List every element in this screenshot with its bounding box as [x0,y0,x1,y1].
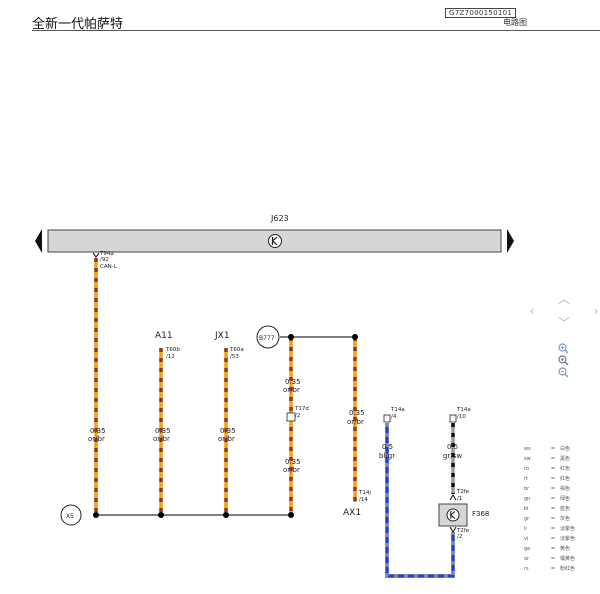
cross-section-label: 0.35 [349,409,365,417]
pin-label: /10 [457,414,466,420]
legend-row: li=淡紫色 [524,526,576,532]
legend-row: gr=灰色 [524,516,571,522]
connector-arrow-icon [449,494,457,501]
page-header: 全新一代帕萨特 G7Z7000150101 电路图 [0,0,600,32]
pin-label: /14 [359,497,368,503]
wire-color-label: or/br [347,418,364,426]
cross-section-label: 0.35 [155,427,171,435]
document-code: G7Z7000150101 [445,8,517,18]
zoom-reset-icon[interactable] [555,352,571,368]
chevron-down-icon[interactable]: ﹀ [557,315,570,330]
connector-label: T94a [99,251,114,257]
legend-row: sw=黑色 [524,456,571,462]
legend-row: ro=红色 [524,466,571,472]
legend-row: br=褐色 [524,486,571,492]
blue-wire [385,423,455,578]
sensor-connector-top: T2fe [456,489,470,495]
connector-label: T60a [229,347,244,353]
wire-color-label: bl/gr [379,452,395,460]
wire-color-label: or/br [283,466,300,474]
car-model-title: 全新一代帕萨特 [32,17,124,32]
wire-color-label: or/br [218,435,235,443]
junction-dots [93,334,358,518]
cross-section-label: 0.5 [382,443,393,451]
terminal-label: A11 [155,331,173,341]
pin-label: /53 [230,354,239,360]
control-unit-icon [268,234,282,248]
legend-row: gn=绿色 [524,496,571,502]
wire-color-label: gr/sw [443,452,462,460]
terminal-label: JX1 [214,331,230,341]
legend-row: ge=黄色 [524,546,571,552]
terminal-label: AX1 [343,508,361,518]
cross-section-label: 0.35 [285,378,301,386]
cross-section-label: 0.35 [220,427,236,435]
connector-label: T14a [390,407,405,413]
page-label: 电路图 [503,18,527,27]
legend-row: ws=白色 [524,446,571,452]
chevron-left-icon[interactable]: ‹ [529,304,535,318]
scroll-right-icon[interactable] [507,229,514,253]
view-controls: ︿ ‹ › ﹀ [520,290,600,390]
legend-row: or=橘黄色 [524,556,576,562]
zoom-out-icon[interactable] [555,364,571,380]
legend-row: rt=红色 [524,476,571,482]
wire-color-label: or/br [153,435,170,443]
connector-label: T14a [456,407,471,413]
scroll-left-icon[interactable] [35,229,42,253]
connector-arrow-icon [449,526,457,533]
inline-connector-box [286,412,296,422]
cross-section-label: 0.35 [285,458,301,466]
ground-point-label: X5 [66,513,74,520]
signal-label: CAN-L [100,264,118,270]
legend-row: bl=蓝色 [524,506,571,512]
connector-box [383,414,391,423]
wire-color-label: or/br [283,386,300,394]
color-legend: ws=白色 sw=黑色 ro=红色 rt=红色 br=褐色 gn=绿色 bl=蓝… [524,444,600,574]
sensor-connector-bottom: T2fe [456,528,470,534]
zoom-in-icon[interactable] [555,340,571,356]
connector-label: T17d [294,406,309,412]
module-label: J623 [270,214,289,223]
pin-label: /4 [391,414,397,420]
pin-label: /12 [166,354,175,360]
header-rule [32,30,600,31]
connector-label: T60b [165,347,180,353]
sensor-pin-bottom: /2 [457,534,462,540]
sensor-pin-top: /1 [457,496,462,502]
chevron-right-icon[interactable]: › [593,304,599,318]
splice-label: B777 [259,335,275,342]
legend-row: vi=淡紫色 [524,536,576,542]
connector-box [449,414,457,423]
wire-color-label: or/br [88,435,105,443]
pin-label: /2 [295,413,300,419]
chevron-up-icon[interactable]: ︿ [557,291,570,306]
sensor-control-icon [446,508,460,522]
ground-point-circle [60,504,82,526]
splice-circle [256,325,280,349]
legend-row: rs=粉红色 [524,566,576,572]
connector-label: T14j [358,490,371,496]
sensor-label: F368 [472,510,489,518]
connector-arrow-icon [92,252,100,258]
pin-label: /92 [100,257,109,263]
cross-section-label: 0.5 [447,443,458,451]
cross-section-label: 0.35 [90,427,106,435]
